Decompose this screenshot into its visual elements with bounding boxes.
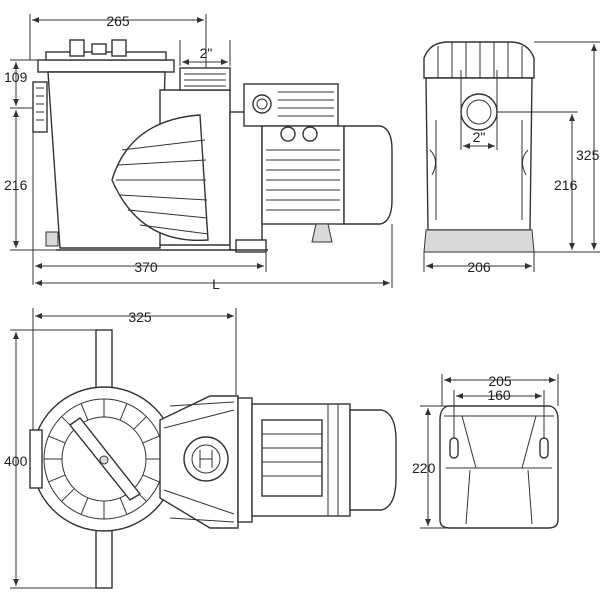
top-view: 325 400 xyxy=(4,308,397,589)
front-view: 2" 325 216 206 xyxy=(423,41,600,275)
dim-side-inlet-size: 2" xyxy=(200,45,213,61)
side-view: 265 2" 109 216 370 L xyxy=(4,13,393,292)
dim-foot-depth: 220 xyxy=(412,460,436,476)
dim-front-total-height: 325 xyxy=(576,147,600,163)
lid-rib xyxy=(133,416,147,430)
lid-rib xyxy=(80,497,89,515)
foot-view: 205 160 220 xyxy=(412,373,559,529)
dim-front-base-width: 206 xyxy=(467,259,491,275)
dim-foot-outer-width: 205 xyxy=(488,373,512,389)
lid-rib xyxy=(61,488,75,502)
dim-side-width-top: 265 xyxy=(106,13,130,29)
dim-foot-inner-width: 160 xyxy=(487,387,511,403)
dim-top-width: 400 xyxy=(4,453,28,469)
lid-rib xyxy=(142,435,160,444)
dim-side-body-height: 216 xyxy=(4,177,28,193)
dim-front-outlet-size: 2" xyxy=(473,129,486,145)
dim-side-inlet-height: 109 xyxy=(4,69,28,85)
dim-front-outlet-height: 216 xyxy=(554,177,578,193)
lid-rib xyxy=(142,474,160,483)
dim-side-total-length: L xyxy=(212,276,220,292)
lid-rib xyxy=(80,403,89,421)
dim-side-base-length: 370 xyxy=(134,259,158,275)
lid-rib xyxy=(119,403,128,421)
dim-top-length: 325 xyxy=(128,309,152,325)
lid-rib xyxy=(48,474,66,483)
lid-rib xyxy=(48,435,66,444)
lid-rib xyxy=(119,497,128,515)
